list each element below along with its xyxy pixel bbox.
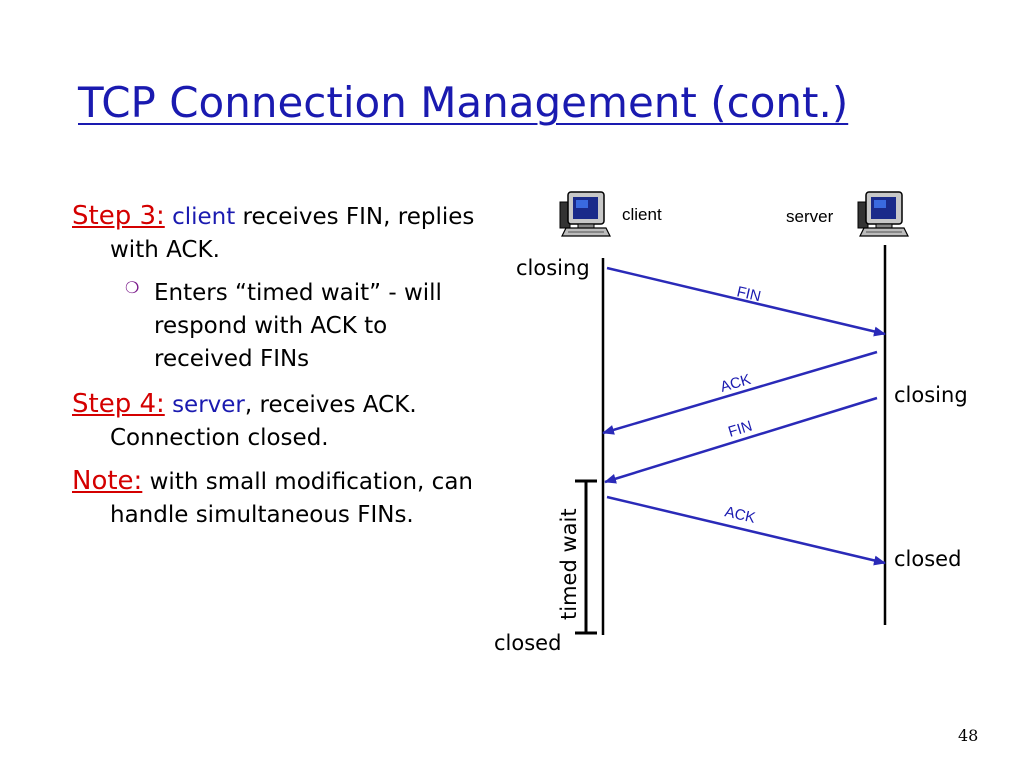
bullet-circle-icon: ❍: [125, 278, 140, 297]
client-label: client: [622, 205, 662, 224]
computer-icon: [559, 191, 611, 237]
ack-label-1: ACK: [718, 371, 752, 396]
computer-icon: [857, 191, 909, 237]
bullet-list: Step 3: client receives FIN, replies wit…: [72, 200, 492, 542]
server-closing-label: closing: [894, 383, 968, 407]
page-number: 48: [958, 726, 979, 745]
step3-paragraph: Step 3: client receives FIN, replies wit…: [72, 200, 492, 267]
fin-label-2: FIN: [726, 418, 754, 441]
timed-wait-bracket: [575, 479, 597, 635]
timed-wait-label: timed wait: [557, 508, 581, 620]
step3-subpoint-text: Enters “timed wait” - will respond with …: [154, 280, 442, 372]
fin-label-1: FIN: [735, 283, 762, 305]
step3-subpoint: ❍ Enters “timed wait” - will respond wit…: [72, 277, 492, 376]
ack-label-2: ACK: [723, 503, 757, 527]
step3-text: receives FIN, replies with ACK.: [110, 204, 475, 263]
ack-arrow-2: [606, 495, 886, 566]
step4-paragraph: Step 4: server, receives ACK. Connection…: [72, 388, 492, 455]
fin-arrow-2: [604, 396, 878, 484]
slide-title: TCP Connection Management (cont.): [78, 78, 849, 127]
step4-label: Step 4:: [72, 389, 165, 419]
step3-label: Step 3:: [72, 201, 165, 231]
server-label: server: [786, 207, 834, 226]
note-paragraph: Note: with small modification, can handl…: [72, 465, 492, 532]
note-text: with small modification, can handle simu…: [110, 469, 473, 528]
ack-arrow-1: [602, 350, 878, 435]
step3-actor: client: [172, 204, 236, 230]
fin-arrow-1: [606, 266, 886, 337]
step4-text: , receives ACK. Connection closed.: [110, 392, 417, 451]
step4-actor: server: [172, 392, 245, 418]
client-closing-label: closing: [516, 256, 590, 280]
server-closed-label: closed: [894, 547, 961, 571]
note-label: Note:: [72, 466, 143, 496]
client-closed-label: closed: [494, 631, 561, 655]
